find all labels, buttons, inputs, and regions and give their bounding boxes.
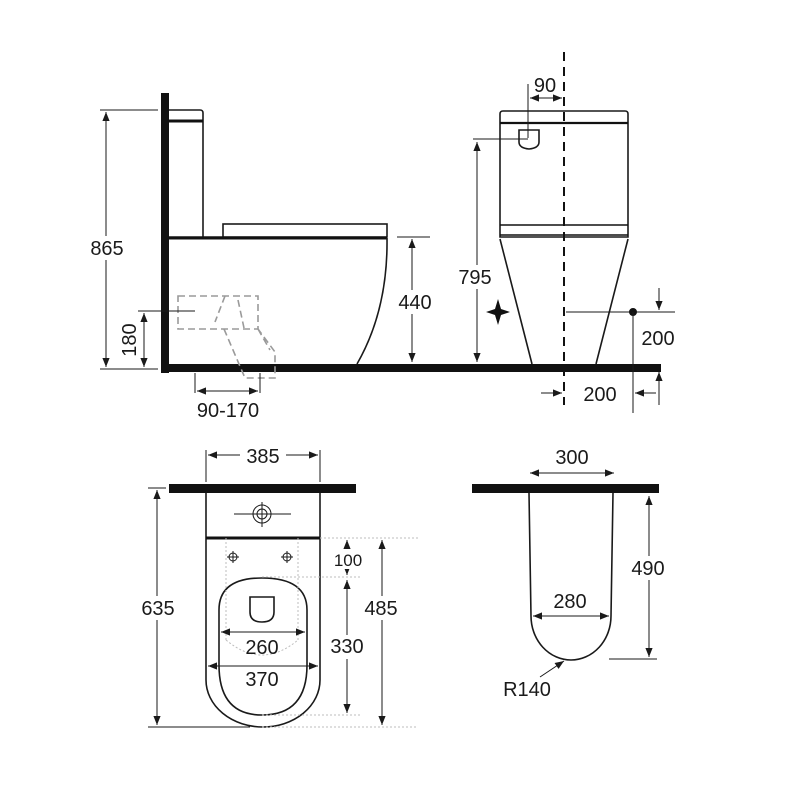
fixing-hole-left-icon: [227, 551, 239, 563]
outlet-hidden: [177, 295, 259, 330]
dim-bowl-depth: 485: [364, 598, 397, 620]
footprint-view: 300 490 280 R140: [472, 447, 671, 701]
dim-button-offset: 90: [534, 75, 556, 97]
cistern-front: [499, 110, 629, 238]
dim-outlet-height: 180: [119, 323, 141, 356]
dim-supply-offset: 200: [583, 384, 616, 406]
pedestal-outline: [499, 238, 629, 365]
dim-front-width: 280: [553, 591, 586, 613]
dim-outlet-offset: 90-170: [197, 400, 259, 422]
dim-radius: R140: [503, 679, 551, 701]
dim-bowl-width: 370: [245, 669, 278, 691]
pan-front-curve: [356, 237, 388, 365]
outlet-trap-hidden: [214, 295, 276, 379]
dim-inlet-height: 795: [458, 267, 491, 289]
dim-cistern-width: 385: [246, 446, 279, 468]
dim-overall-depth: 635: [141, 598, 174, 620]
floor: [161, 364, 661, 372]
star-marker-icon: [486, 299, 510, 325]
bowl-hidden: [225, 538, 299, 656]
footprint-wall: [472, 484, 659, 493]
dim-overall-height: 865: [90, 238, 123, 260]
fixing-hole-right-icon: [281, 551, 293, 563]
footprint-outline: [528, 492, 614, 661]
dim-supply-height: 200: [641, 328, 674, 350]
dim-seat-depth: 330: [330, 636, 363, 658]
top-wall: [169, 484, 356, 493]
seat-hinge-icon: [249, 596, 275, 623]
dim-depth: 490: [631, 558, 664, 580]
flush-valve-icon: [234, 502, 291, 527]
seat: [222, 223, 388, 238]
front-view: 90 795 200 200: [454, 52, 675, 413]
dim-seat-inner-width: 260: [245, 637, 278, 659]
cistern-outline: [169, 109, 204, 237]
side-view: 865 180 90-170 440: [86, 93, 661, 422]
wall: [161, 93, 169, 373]
dim-seat-height: 440: [398, 292, 431, 314]
top-view: 385 635 100 330 485 260 370: [136, 444, 418, 728]
dim-fixing-offset: 100: [334, 551, 362, 570]
flush-button-icon: [518, 129, 540, 150]
dim-back-width: 300: [555, 447, 588, 469]
